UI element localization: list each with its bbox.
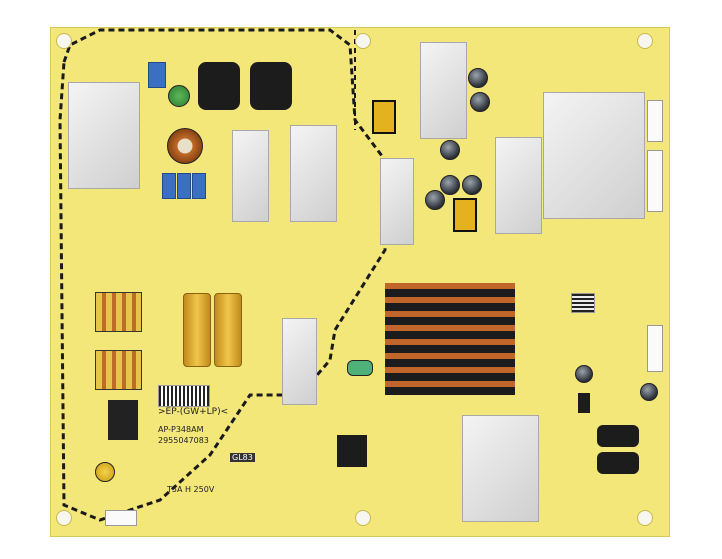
- mount-hole: [637, 510, 653, 526]
- capacitor: [470, 92, 490, 112]
- capacitor: [597, 425, 639, 447]
- common-mode-choke: [198, 62, 240, 110]
- fuse-rating-text: T5A H 250V: [167, 485, 215, 494]
- capacitor: [575, 365, 593, 383]
- part-number-text: AP-P348AM: [158, 425, 204, 434]
- heatsink: [380, 158, 414, 245]
- mount-hole: [56, 33, 72, 49]
- mount-hole: [355, 510, 371, 526]
- transistor: [578, 393, 590, 413]
- heatsink: [462, 415, 539, 522]
- capacitor: [440, 140, 460, 160]
- inductor: [453, 198, 477, 232]
- bridge-rectifier: [337, 435, 367, 467]
- connector: [105, 510, 137, 526]
- heatsink: [420, 42, 467, 139]
- common-mode-choke: [250, 62, 292, 110]
- capacitor: [440, 175, 460, 195]
- inductor: [372, 100, 396, 134]
- fuse-holder: [95, 462, 115, 482]
- varistor: [168, 85, 190, 107]
- capacitor: [468, 68, 488, 88]
- capacitor: [640, 383, 658, 401]
- heatsink: [232, 130, 269, 222]
- qr-label: [158, 385, 210, 407]
- serial-number-text: 2955047083: [158, 436, 209, 445]
- capacitor: [162, 173, 176, 199]
- heatsink: [543, 92, 645, 219]
- mount-hole: [355, 33, 371, 49]
- capacitor: [462, 175, 482, 195]
- heatsink: [495, 137, 542, 234]
- electrolytic-capacitor: [183, 293, 211, 367]
- heatsink: [282, 318, 317, 405]
- capacitor: [425, 190, 445, 210]
- electrolytic-capacitor: [214, 293, 242, 367]
- capacitor: [347, 360, 373, 376]
- connector: [647, 100, 663, 142]
- capacitor: [597, 452, 639, 474]
- capacitor: [192, 173, 206, 199]
- qr-label: [571, 293, 595, 313]
- model-tag-text: >EP-(GW+LP)<: [158, 407, 229, 417]
- relay: [108, 400, 138, 440]
- transformer: [385, 283, 515, 395]
- silk-code-text: GL83: [230, 453, 255, 462]
- heatsink: [290, 125, 337, 222]
- connector: [647, 325, 663, 372]
- mount-hole: [637, 33, 653, 49]
- heatsink: [68, 82, 140, 189]
- capacitor: [177, 173, 191, 199]
- connector: [647, 150, 663, 212]
- line-filter: [95, 350, 142, 390]
- line-filter: [95, 292, 142, 332]
- mount-hole: [56, 510, 72, 526]
- capacitor: [148, 62, 166, 88]
- inductor: [167, 128, 203, 164]
